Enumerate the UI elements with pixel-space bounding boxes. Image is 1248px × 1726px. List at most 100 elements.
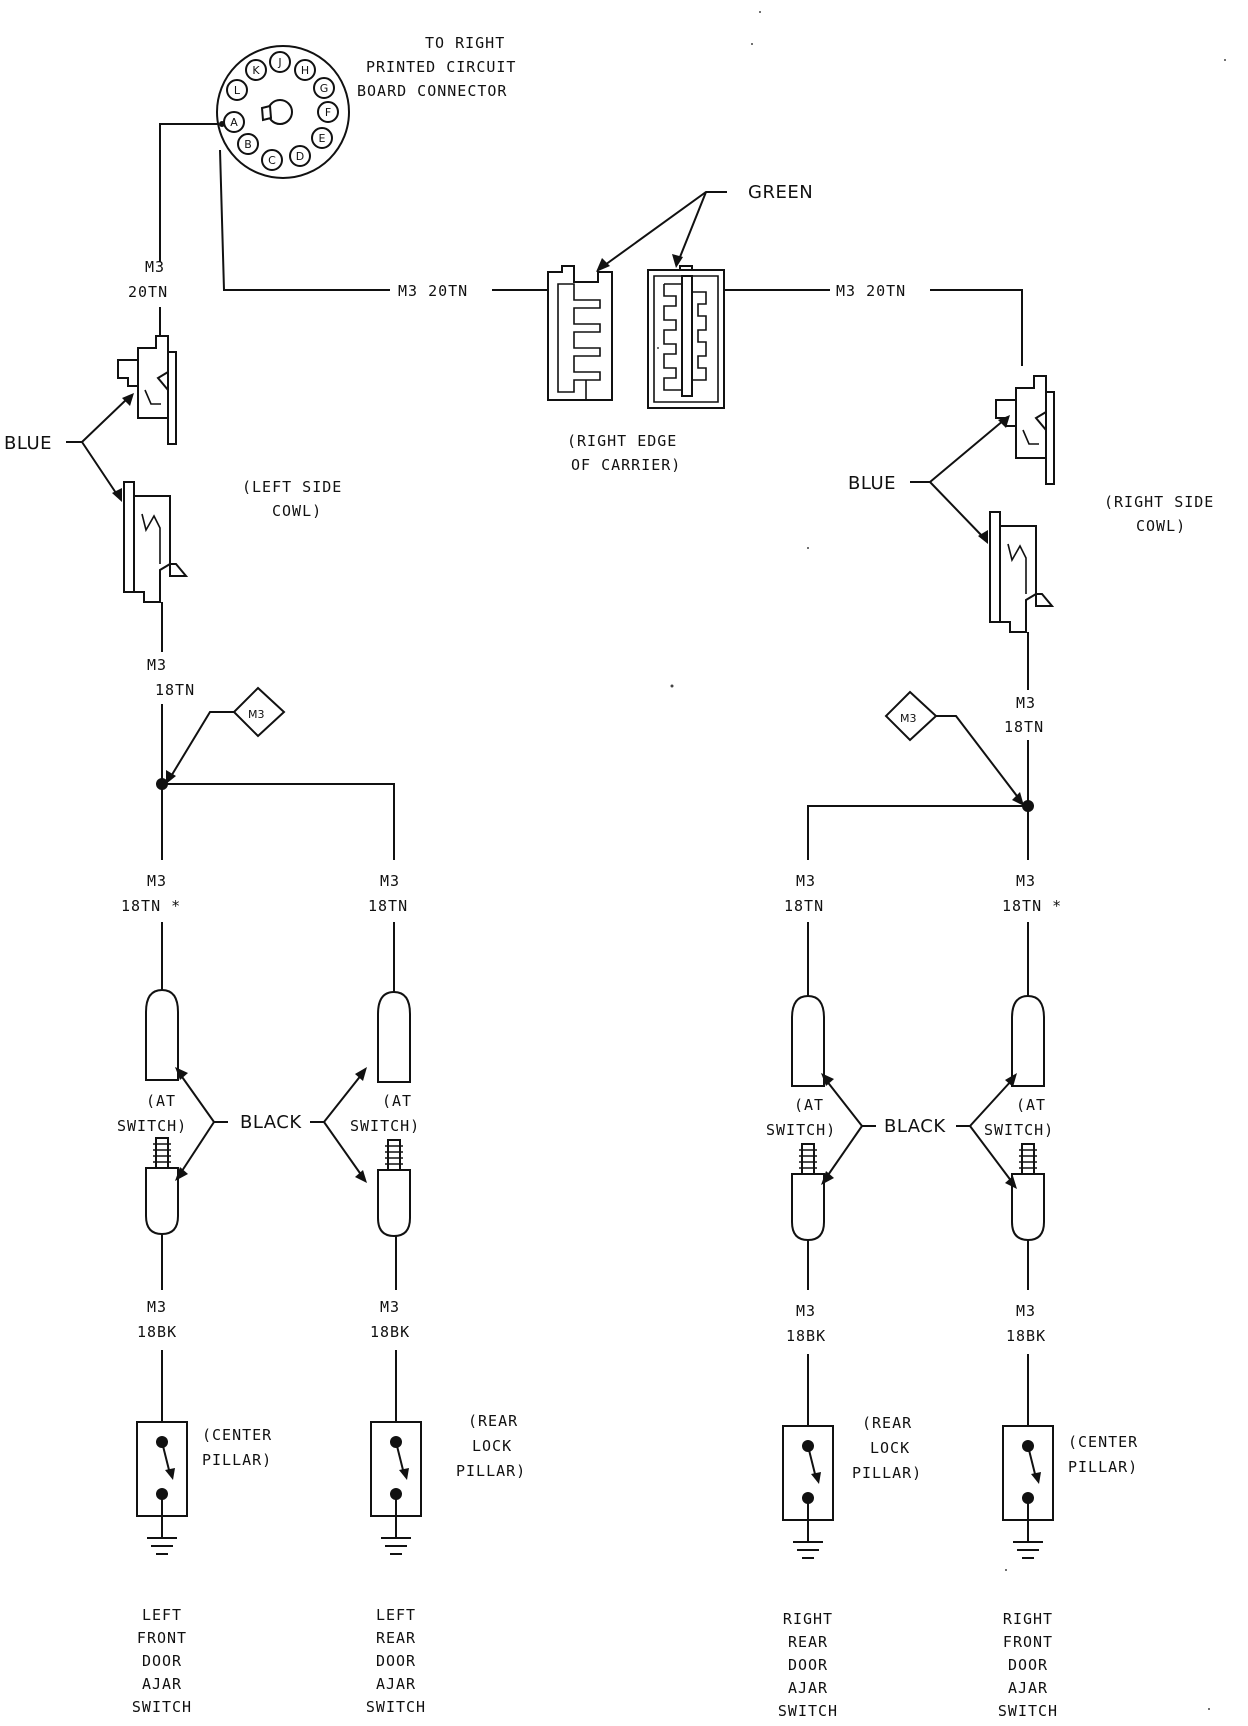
rf-pillar-label-2: PILLAR) (1068, 1458, 1138, 1476)
left-rear-door-ajar-switch (370, 1350, 422, 1555)
lf-bk-gauge: 18BK (137, 1323, 177, 1341)
rf-at-label-2: SWITCH) (984, 1121, 1054, 1139)
rf-bk-gauge: 18BK (1006, 1327, 1046, 1345)
lr-wire-gauge: 18TN (368, 897, 408, 915)
rr-at-label-2: SWITCH) (766, 1121, 836, 1139)
connector-pin-g (313, 77, 335, 99)
left-cowl-location-1: (LEFT SIDE (242, 478, 342, 496)
lr-bk-gauge: 18BK (370, 1323, 410, 1341)
connector-pin-label: K (252, 64, 260, 77)
connector-pin-label: G (320, 82, 329, 95)
lf-at-label-1: (AT (146, 1092, 176, 1110)
carrier-location-1: (RIGHT EDGE (567, 432, 677, 450)
rr-pillar-label-2: LOCK (870, 1439, 910, 1457)
left-cowl-location-2: COWL) (272, 502, 322, 520)
carrier-connector-left (547, 265, 613, 401)
right-black-callout (821, 1073, 1017, 1189)
lr-pillar-label-2: LOCK (472, 1437, 512, 1455)
left-blue-callout (66, 393, 134, 502)
switch-caption-line: DOOR (788, 1656, 828, 1674)
lr-wire-circuit: M3 (380, 872, 400, 890)
lf-wire-circuit: M3 (147, 872, 167, 890)
header-line-1: TO RIGHT (425, 34, 505, 52)
rr-pillar-label-1: (REAR (862, 1414, 912, 1432)
switch-caption-line: DOOR (1008, 1656, 1048, 1674)
connector-pin-h (294, 59, 316, 81)
connector-pin-j (269, 51, 291, 73)
rr-bk-circuit: M3 (796, 1302, 816, 1320)
lr-pillar-label-3: PILLAR) (456, 1462, 526, 1480)
connector-pin-label: C (268, 154, 276, 167)
lr-at-switch-connector (377, 922, 411, 1290)
connector-pin-b (237, 133, 259, 155)
connector-pin-d (289, 145, 311, 167)
connector-pin-label: A (230, 116, 238, 129)
left-splice (156, 704, 395, 860)
connector-pin-label: D (296, 150, 304, 163)
rr-wire-circuit: M3 (796, 872, 816, 890)
rr-bk-gauge: 18BK (786, 1327, 826, 1345)
switch-caption-line: SWITCH (778, 1702, 838, 1720)
switch-caption-line: RIGHT (1003, 1610, 1053, 1628)
right-front-door-ajar-switch (1002, 1354, 1054, 1559)
lf-pillar-label-2: PILLAR) (202, 1451, 272, 1469)
switch-caption-line: SWITCH (998, 1702, 1058, 1720)
rr-at-label-1: (AT (794, 1096, 824, 1114)
rr-pillar-label-3: PILLAR) (852, 1464, 922, 1482)
switch-caption-line: REAR (788, 1633, 828, 1651)
switch-caption-line: REAR (376, 1629, 416, 1647)
switch-caption-line: SWITCH (132, 1698, 192, 1716)
rr-wire-gauge: 18TN (784, 897, 824, 915)
switch-caption-line: FRONT (137, 1629, 187, 1647)
right-splice (807, 715, 1034, 860)
connector-pin-label: H (301, 64, 309, 77)
lf-wire-gauge: 18TN * (121, 897, 181, 915)
header-line-2: PRINTED CIRCUIT (366, 58, 516, 76)
right-cowl-location-2: COWL) (1136, 517, 1186, 535)
round-connector-key (267, 99, 293, 125)
lf-pillar-label-1: (CENTER (202, 1426, 272, 1444)
lf-bk-circuit: M3 (147, 1298, 167, 1316)
right-rear-switch-caption: RIGHT REAR DOOR AJAR SWITCH (778, 1610, 838, 1720)
rf-wire-circuit: M3 (1016, 872, 1036, 890)
left-splice-label: M3 (248, 708, 265, 721)
right-rear-door-ajar-switch (782, 1354, 834, 1559)
switch-caption-line: AJAR (142, 1675, 182, 1693)
top-wiring (159, 121, 1023, 366)
lf-at-label-2: SWITCH) (117, 1117, 187, 1135)
rf-at-label-1: (AT (1016, 1096, 1046, 1114)
green-callout (596, 191, 727, 272)
carrier-location-2: OF CARRIER) (571, 456, 681, 474)
right-wire-circuit-1: M3 (1016, 694, 1036, 712)
scan-specks (657, 11, 1226, 1710)
wire-m3-20tn-left: M3 20TN (398, 282, 468, 300)
wire-left-gauge-20tn: 20TN (128, 283, 168, 301)
connector-pin-label: F (325, 106, 331, 119)
wire-left-circuit: M3 (145, 258, 165, 276)
right-splice-label: M3 (900, 712, 917, 725)
switch-caption-line: AJAR (1008, 1679, 1048, 1697)
switch-caption-line: FRONT (1003, 1633, 1053, 1651)
header-line-3: BOARD CONNECTOR (357, 82, 507, 100)
right-cowl-connector (989, 375, 1055, 690)
right-splice-diamond (884, 690, 938, 742)
switch-caption-line: AJAR (376, 1675, 416, 1693)
switch-caption-line: AJAR (788, 1679, 828, 1697)
lr-pillar-label-1: (REAR (468, 1412, 518, 1430)
carrier-connector-right (647, 265, 725, 409)
connector-pin-label: L (234, 84, 241, 97)
left-cowl-connector (117, 335, 187, 652)
connector-pin-c (261, 149, 283, 171)
green-label: GREEN (748, 182, 813, 203)
wire-m3-20tn-right: M3 20TN (836, 282, 906, 300)
left-splice-diamond (232, 686, 286, 738)
switch-caption-line: RIGHT (783, 1610, 833, 1628)
rf-wire-gauge: 18TN * (1002, 897, 1062, 915)
right-front-switch-caption: RIGHT FRONT DOOR AJAR SWITCH (998, 1610, 1058, 1720)
connector-pin-k (245, 59, 267, 81)
lf-at-switch-connector (145, 922, 179, 1290)
switch-caption-line: DOOR (142, 1652, 182, 1670)
